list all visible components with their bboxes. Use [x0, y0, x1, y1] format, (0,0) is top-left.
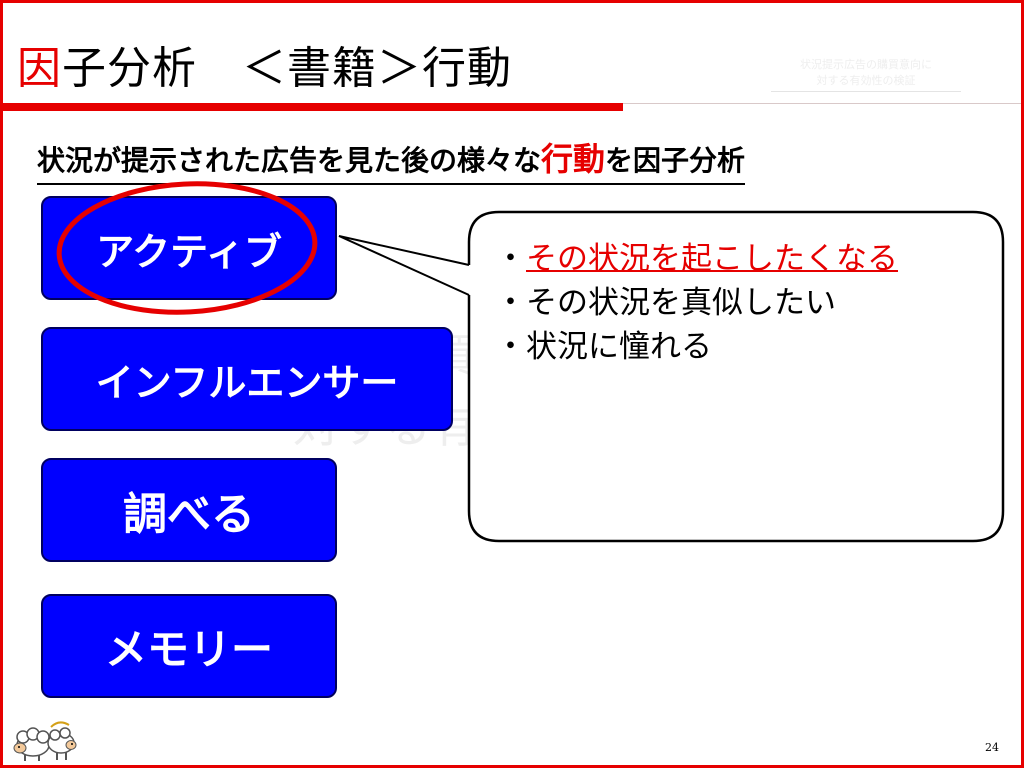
- title-rule-red: [3, 103, 623, 111]
- page-number: 24: [985, 741, 999, 754]
- subtitle-accent: 行動: [541, 140, 606, 178]
- factor-label-active: アクティブ: [96, 229, 282, 274]
- title-rule-gray: [623, 103, 1021, 104]
- factor-button-research[interactable]: 調べる: [41, 458, 337, 562]
- factor-button-memory[interactable]: メモリー: [41, 594, 337, 698]
- factor-button-influencer[interactable]: インフルエンサー: [41, 327, 453, 431]
- slide-title: 因子分析 ＜書籍＞行動: [17, 41, 512, 97]
- header-faint-line2: 対する有効性の検証: [771, 73, 961, 92]
- subtitle: 状況が提示された広告を見た後の様々な行動を因子分析: [37, 137, 746, 185]
- highlight-ellipse: [56, 181, 318, 315]
- header-faint-text: 状況提示広告の購買意向に 対する有効性の検証: [771, 57, 961, 92]
- callout-item-3: ・状況に憧れる: [495, 329, 712, 365]
- callout-item-2: ・その状況を真似したい: [495, 285, 836, 321]
- callout-bubble: [338, 210, 1005, 543]
- title-accent: 因: [17, 43, 62, 94]
- subtitle-before: 状況が提示された広告を見た後の様々な: [37, 144, 542, 177]
- callout-bullet: ・: [495, 241, 526, 277]
- header-faint-line1: 状況提示広告の購買意向に: [800, 58, 932, 71]
- factor-label-influencer: インフルエンサー: [95, 360, 399, 405]
- callout-outline: [467, 210, 1005, 543]
- subtitle-after: を因子分析: [605, 144, 746, 177]
- sheep-logo-icon: [13, 721, 77, 761]
- factor-label-research: 調べる: [123, 489, 255, 540]
- callout-pointer: [338, 235, 470, 296]
- factor-label-memory: メモリー: [104, 624, 273, 674]
- callout-item-1-text: その状況を起こしたくなる: [526, 241, 898, 277]
- callout-item-1: ・その状況を起こしたくなる: [495, 237, 971, 281]
- title-rest: 子分析 ＜書籍＞行動: [62, 43, 512, 94]
- callout-text: ・その状況を起こしたくなる ・その状況を真似したい ・状況に憧れる: [495, 237, 971, 369]
